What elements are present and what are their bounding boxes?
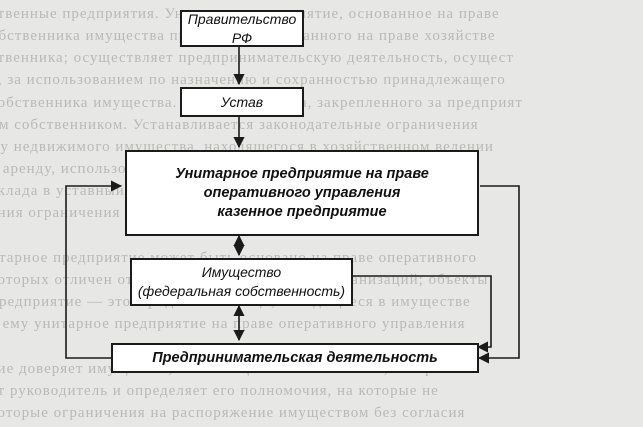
arrow-left-loop — [65, 180, 123, 359]
property-box: Имущество (федеральная собственность) — [130, 258, 353, 306]
activity-box: Предпринимательская деятельность — [111, 343, 479, 373]
arrow-right-outer-loop — [477, 185, 520, 364]
activity-label: Предпринимательская деятельность — [152, 349, 438, 366]
enterprise-box: Унитарное предприятие на праве оперативн… — [125, 150, 479, 236]
enterprise-label-line-1: Унитарное предприятие на праве — [175, 165, 429, 182]
government-label: Правительство РФ — [187, 10, 297, 46]
arrow-right-inner-loop — [353, 275, 492, 353]
charter-box: Устав — [180, 87, 304, 117]
property-label-line-2: (федеральная собственность) — [137, 283, 346, 299]
enterprise-label-line-3: казенное предприятие — [217, 203, 387, 220]
enterprise-label-line-2: оперативного управления — [203, 184, 401, 201]
property-label-line-1: Имущество — [201, 264, 282, 280]
government-box: Правительство РФ — [180, 10, 304, 47]
charter-label: Устав — [220, 93, 264, 110]
